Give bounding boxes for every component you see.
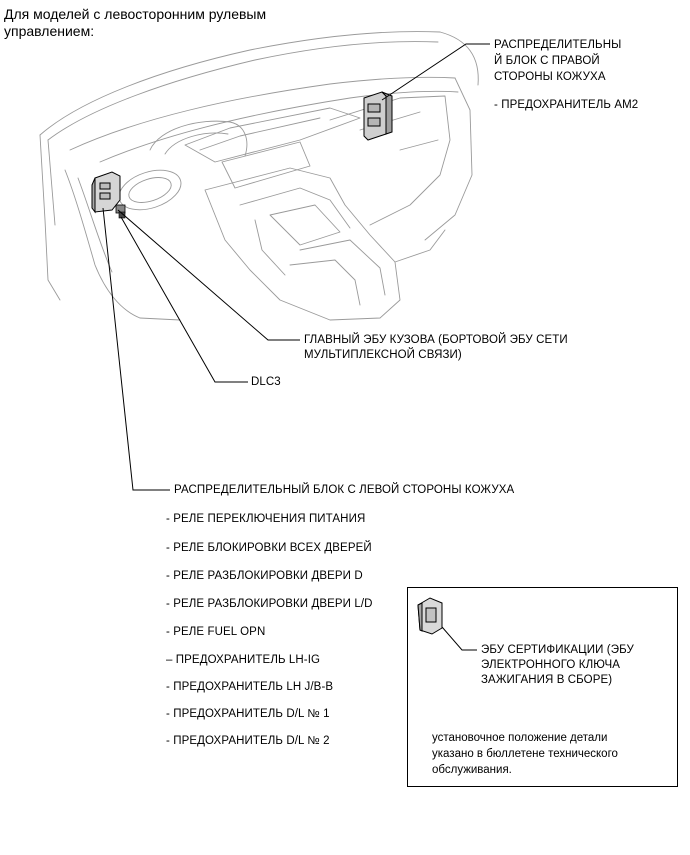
right-block-title-2: Й БЛОК С ПРАВОЙ — [494, 55, 600, 67]
cert-ecu-line-2: ЭЛЕКТРОННОГО КЛЮЧА — [481, 659, 621, 671]
cert-ecu-line-3: ЗАЖИГАНИЯ В СБОРЕ) — [481, 674, 613, 686]
left-block-item: – ПРЕДОХРАНИТЕЛЬ LH-IG — [166, 654, 321, 666]
main-ecu-line-1: ГЛАВНЫЙ ЭБУ КУЗОВА (БОРТОВОЙ ЭБУ СЕТИ — [304, 334, 568, 346]
cert-ecu-line-1: ЭБУ СЕРТИФИКАЦИИ (ЭБУ — [481, 644, 634, 656]
left-block-item: - ПРЕДОХРАНИТЕЛЬ LH J/B-B — [166, 681, 334, 693]
certification-ecu-box — [407, 587, 678, 787]
right-block-title-3: СТОРОНЫ КОЖУХА — [494, 71, 606, 83]
title-line-2: управлением: — [4, 23, 95, 39]
page-title: Для моделей с левосторонним рулевым упра… — [4, 6, 334, 40]
installation-note: установочное положение детали указано в … — [432, 730, 618, 778]
note-line-3: обслуживания. — [432, 764, 512, 776]
right-junction-block-part — [363, 91, 393, 141]
certification-ecu-part — [417, 597, 443, 635]
left-block-item: - РЕЛЕ FUEL OPN — [166, 626, 266, 638]
dlc3-label: DLC3 — [251, 376, 281, 388]
right-block-title-1: РАСПРЕДЕЛИТЕЛЬНЫ — [494, 39, 622, 51]
left-junction-block-part — [91, 171, 121, 214]
left-block-item: - ПРЕДОХРАНИТЕЛЬ D/L № 2 — [166, 735, 330, 747]
note-line-1: установочное положение детали — [432, 732, 608, 744]
left-block-item: - ПРЕДОХРАНИТЕЛЬ D/L № 1 — [166, 708, 330, 720]
left-junction-block-title: РАСПРЕДЕЛИТЕЛЬНЫЙ БЛОК С ЛЕВОЙ СТОРОНЫ К… — [174, 484, 515, 496]
right-block-item: - ПРЕДОХРАНИТЕЛЬ AM2 — [494, 99, 639, 111]
note-line-2: указано в бюллетене технического — [432, 748, 618, 760]
left-block-item: - РЕЛЕ БЛОКИРОВКИ ВСЕХ ДВЕРЕЙ — [166, 542, 372, 554]
certification-ecu-label: ЭБУ СЕРТИФИКАЦИИ (ЭБУ ЭЛЕКТРОННОГО КЛЮЧА… — [481, 643, 634, 688]
main-ecu-line-2: МУЛЬТИПЛЕКСНОЙ СВЯЗИ) — [304, 349, 462, 361]
main-body-ecu-label: ГЛАВНЫЙ ЭБУ КУЗОВА (БОРТОВОЙ ЭБУ СЕТИ МУ… — [304, 333, 568, 363]
title-line-1: Для моделей с левосторонним рулевым — [4, 6, 267, 22]
left-block-item: - РЕЛЕ РАЗБЛОКИРОВКИ ДВЕРИ L/D — [166, 598, 373, 610]
right-junction-block-label: РАСПРЕДЕЛИТЕЛЬНЫ Й БЛОК С ПРАВОЙ СТОРОНЫ… — [494, 37, 638, 113]
left-block-item: - РЕЛЕ ПЕРЕКЛЮЧЕНИЯ ПИТАНИЯ — [166, 513, 366, 525]
left-block-item: - РЕЛЕ РАЗБЛОКИРОВКИ ДВЕРИ D — [166, 570, 363, 582]
